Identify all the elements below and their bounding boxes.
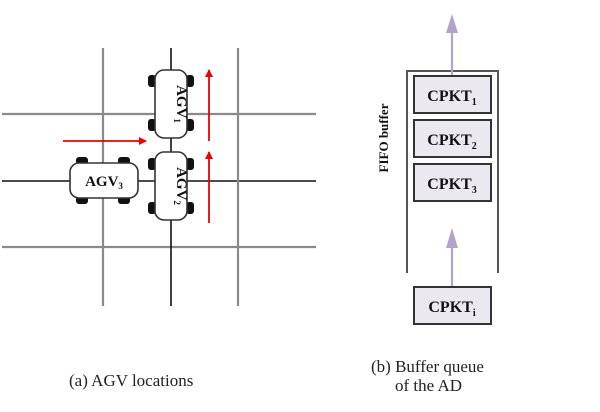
svg-text:CPKTi: CPKTi [428, 299, 475, 319]
agv-2[interactable]: AGV2 [148, 151, 194, 221]
agv-3-body [69, 162, 139, 199]
caption-a: (a) AGV locations [69, 371, 194, 390]
agv-1-body [154, 69, 188, 139]
agv-1[interactable]: AGV1 [148, 69, 194, 139]
svg-text:CPKT2: CPKT2 [427, 132, 476, 152]
dequeue-arrow-head-icon [446, 14, 458, 33]
agv-2-label: AGV2 [172, 167, 189, 205]
enqueue-arrow-head-icon [446, 228, 458, 248]
packet-cpkt-3[interactable]: CPKT3 [413, 163, 492, 202]
caption-b-line2: of the AD [395, 376, 463, 395]
caption-b-line1: (b) Buffer queue [371, 357, 484, 376]
agv-3[interactable]: AGV3 [69, 157, 139, 204]
agv-1-label: AGV1 [172, 85, 189, 123]
svg-text:CPKT3: CPKT3 [427, 176, 476, 196]
caption-b: (b) Buffer queue of the AD [371, 357, 484, 395]
buffer-label: FIFO buffer [376, 103, 391, 172]
agv-2-body [154, 151, 188, 221]
packet-cpkt-2[interactable]: CPKT2 [413, 119, 492, 158]
packet-cpkt-i[interactable]: CPKTi [413, 286, 492, 325]
packet-cpkt-1[interactable]: CPKT1 [413, 75, 492, 114]
svg-text:CPKT1: CPKT1 [427, 88, 476, 108]
agv-3-label: AGV3 [85, 174, 123, 191]
